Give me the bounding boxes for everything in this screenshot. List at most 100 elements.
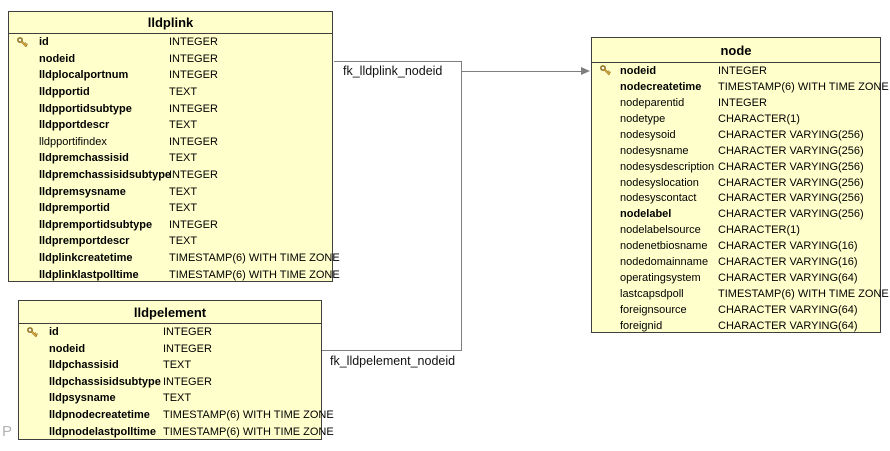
fk-lldpelement-line-horizontal: [322, 350, 461, 351]
column-type: TEXT: [163, 392, 192, 405]
primary-key-icon: [17, 36, 29, 48]
column-name: nodesyscontact: [620, 192, 697, 205]
column-name: lldpportidsubtype: [39, 102, 132, 115]
column-type: TIMESTAMP(6) WITH TIME ZONE: [718, 288, 889, 301]
column-type: INTEGER: [169, 36, 218, 49]
column-row: lldpportidsubtype INTEGER: [9, 100, 332, 117]
column-name: lldpportid: [39, 86, 90, 99]
column-type: TEXT: [169, 235, 198, 248]
table-title: lldpelement: [19, 301, 321, 324]
column-name: nodesysdescription: [620, 160, 715, 173]
column-name: nodedomainname: [620, 256, 709, 269]
table-title: node: [592, 38, 880, 63]
column-type: TEXT: [169, 152, 198, 165]
column-type: CHARACTER VARYING(64): [718, 272, 858, 285]
column-type: INTEGER: [169, 169, 218, 182]
column-name: lldpremportdescr: [39, 235, 130, 248]
column-name: lldpremportidsubtype: [39, 218, 153, 231]
column-name: lldpsysname: [49, 392, 116, 405]
column-name: lldpnodelastpolltime: [49, 425, 156, 438]
column-row: nodelabel CHARACTER VARYING(256): [592, 206, 880, 222]
column-name: lldpremportid: [39, 202, 110, 215]
column-row: lldpremportdescr TEXT: [9, 233, 332, 250]
primary-key-cell: [19, 326, 49, 339]
primary-key-icon: [600, 65, 612, 76]
column-row: nodesyslocation CHARACTER VARYING(256): [592, 175, 880, 191]
column-type: CHARACTER VARYING(64): [718, 304, 858, 317]
column-name: nodecreatetime: [620, 80, 702, 93]
column-name: lldpportdescr: [39, 119, 110, 132]
fk-trunk-line-vertical: [461, 61, 462, 351]
column-name: nodelabel: [620, 208, 672, 221]
column-name: nodenetbiosname: [620, 240, 708, 253]
column-row: id INTEGER: [9, 34, 332, 51]
column-row: nodenetbiosname CHARACTER VARYING(16): [592, 238, 880, 254]
fk-lldplink-line-horizontal: [334, 61, 461, 62]
column-name: nodeid: [39, 52, 76, 65]
column-name: nodesysoid: [620, 128, 676, 141]
arrowhead-icon: [581, 67, 590, 75]
column-name: lldpchassisidsubtype: [49, 375, 161, 388]
column-name: lldpnodecreatetime: [49, 409, 150, 421]
column-name: nodetype: [620, 112, 666, 125]
column-row: lldpremchassisid TEXT: [9, 150, 332, 167]
column-type: CHARACTER VARYING(256): [718, 208, 864, 221]
primary-key-cell: [9, 36, 39, 49]
fk-label-lldplink-nodeid: fk_lldplink_nodeid: [343, 64, 443, 78]
column-type: INTEGER: [163, 375, 212, 388]
column-name: nodeid: [49, 342, 86, 355]
column-name: lldpremchassisidsubtype: [39, 169, 172, 182]
column-name: lldpremchassisid: [39, 152, 129, 165]
column-type: TEXT: [169, 119, 198, 132]
column-type: INTEGER: [163, 342, 212, 355]
column-type: TIMESTAMP(6) WITH TIME ZONE: [169, 268, 340, 281]
column-name: nodeid: [620, 64, 657, 77]
fk-label-lldpelement-nodeid: fk_lldpelement_nodeid: [330, 354, 456, 368]
column-type: CHARACTER VARYING(16): [718, 240, 858, 253]
column-row: nodedomainname CHARACTER VARYING(16): [592, 254, 880, 270]
column-type: INTEGER: [718, 96, 767, 109]
column-name: lldpchassisid: [49, 359, 119, 372]
primary-key-cell: [592, 64, 620, 77]
column-type: CHARACTER VARYING(256): [718, 160, 864, 173]
column-row: lldpsysname TEXT: [19, 390, 321, 407]
column-name: lldpportifindex: [39, 135, 107, 148]
column-type: INTEGER: [169, 102, 218, 115]
column-name: id: [39, 36, 49, 49]
column-type: CHARACTER VARYING(256): [718, 176, 864, 189]
column-row: nodeid INTEGER: [19, 341, 321, 358]
column-name: lldpremsysname: [39, 185, 126, 198]
column-name: lldplocalportnum: [39, 69, 129, 82]
column-row: foreignid CHARACTER VARYING(64): [592, 318, 880, 334]
column-type: TEXT: [169, 185, 198, 198]
column-name: foreignid: [620, 319, 663, 332]
column-type: CHARACTER VARYING(64): [718, 319, 858, 332]
column-type: CHARACTER VARYING(16): [718, 256, 858, 269]
primary-key-icon: [27, 326, 39, 337]
column-name: nodesyslocation: [620, 176, 699, 189]
column-name: id: [49, 326, 59, 339]
